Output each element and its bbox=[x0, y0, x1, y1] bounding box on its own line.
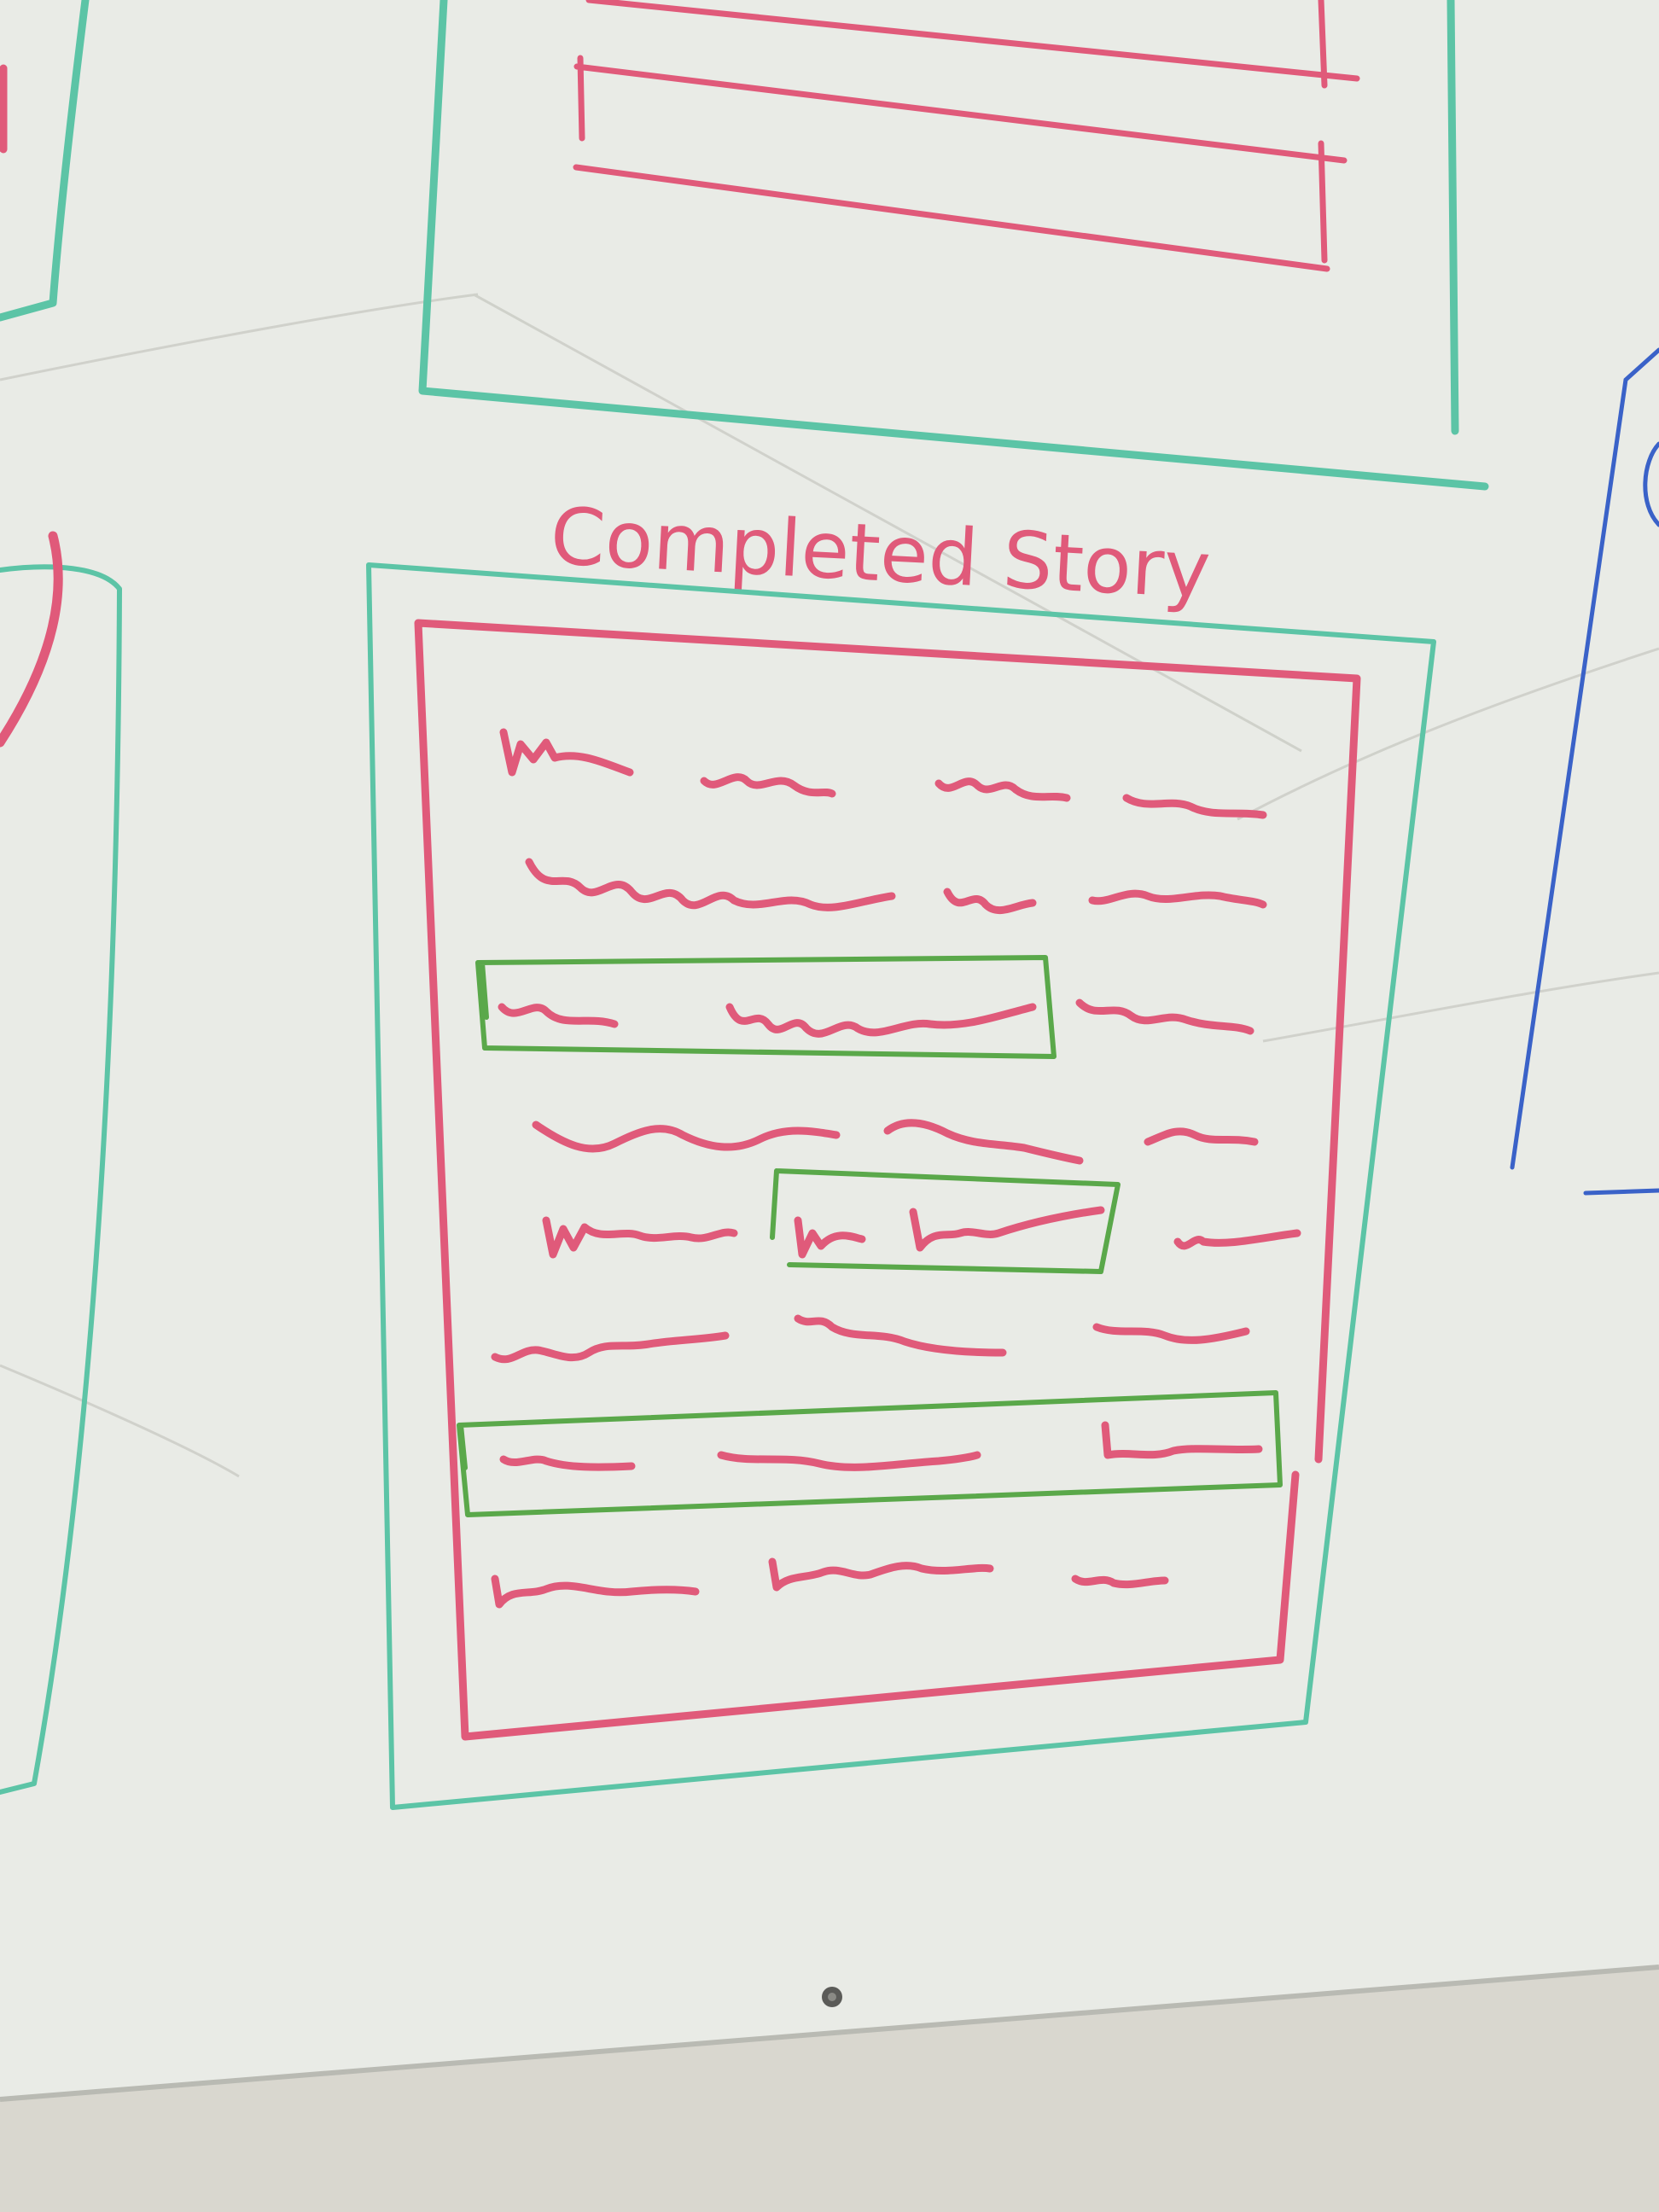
left-top-teal-frame bbox=[0, 0, 90, 322]
scribble-line-4 bbox=[532, 1119, 1259, 1165]
right-partial-sketch bbox=[1510, 347, 1659, 1196]
scribble-line-5 bbox=[542, 1206, 1301, 1259]
whiteboard-surface bbox=[0, 0, 1659, 2099]
scribble-text-lines bbox=[491, 728, 1301, 1609]
story-card-outer-frame bbox=[366, 562, 1436, 1810]
right-blue-bottom-line bbox=[1583, 1188, 1659, 1196]
story-card bbox=[366, 562, 1436, 1810]
scribble-line-6 bbox=[491, 1314, 1250, 1364]
highlight-box-3 bbox=[457, 1390, 1283, 1517]
scribble-line-7 bbox=[499, 1421, 1263, 1471]
highlight-box-1 bbox=[475, 955, 1057, 1059]
scribble-line-1 bbox=[499, 728, 1267, 819]
right-blue-frame bbox=[1510, 347, 1659, 1170]
scribble-line-2 bbox=[525, 858, 1267, 915]
scribble-line-3 bbox=[498, 998, 1254, 1038]
right-blue-bracket bbox=[1643, 441, 1659, 527]
left-lower-pink-mark bbox=[0, 531, 63, 748]
left-partial-sketches bbox=[0, 0, 122, 1795]
upper-pink-strip-bottom bbox=[573, 55, 1348, 272]
upper-teal-frame bbox=[418, 0, 1489, 491]
highlight-boxes bbox=[457, 955, 1283, 1517]
story-card-inner-frame bbox=[414, 619, 1361, 1741]
highlight-box-2 bbox=[770, 1168, 1121, 1274]
upper-sketch bbox=[418, 0, 1489, 491]
upper-pink-strip-top bbox=[585, 0, 1360, 89]
whiteboard-bottom-edge bbox=[0, 1965, 1659, 2102]
left-lower-teal-frame bbox=[0, 564, 122, 1795]
scribble-line-8 bbox=[491, 1557, 1169, 1609]
